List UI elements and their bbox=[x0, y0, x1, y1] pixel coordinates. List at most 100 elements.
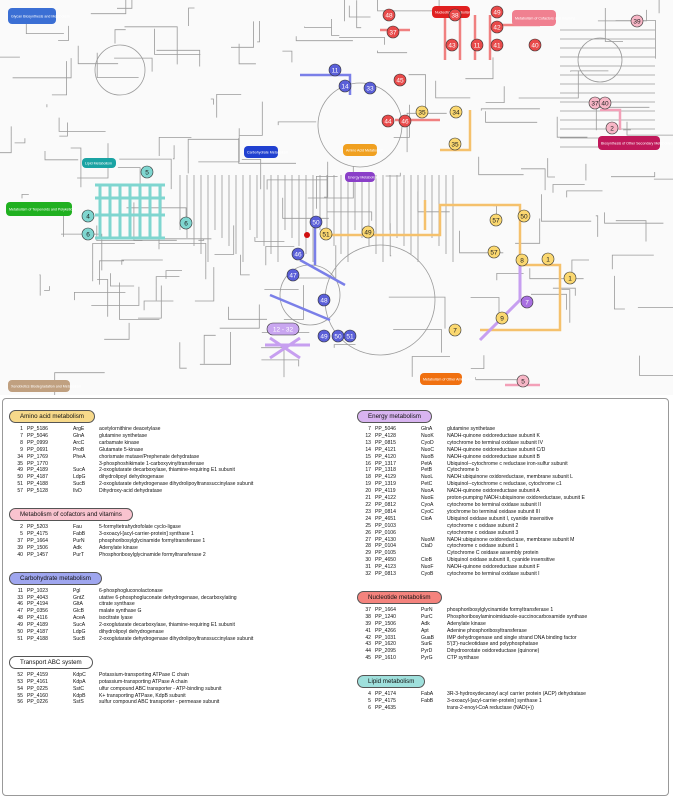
enzyme-marker-label: 9 bbox=[500, 315, 504, 322]
enzyme-marker: 2 bbox=[605, 121, 619, 135]
locus-tag: PP_1506 bbox=[27, 544, 48, 551]
enzyme-description: chorismate mutase/Prephenate dehydratase bbox=[99, 453, 200, 460]
gene-name: SucB bbox=[73, 481, 86, 488]
locus-tag: PP_4650 bbox=[375, 557, 396, 564]
enzyme-description: cytochrome c oxidase subunit 1 bbox=[447, 543, 519, 550]
enzyme-description: Adenylate kinase bbox=[447, 620, 486, 627]
enzyme-marker-label: 1 bbox=[568, 275, 572, 282]
locus-tag: PP_1031 bbox=[375, 634, 396, 641]
enzyme-marker: 9 bbox=[495, 311, 509, 325]
enzyme-marker-label: 39 bbox=[633, 18, 641, 25]
category-label-energy: Energy Metabolism bbox=[345, 172, 379, 182]
gene-name: ArcC bbox=[73, 439, 85, 446]
gene-name: LdpG bbox=[73, 629, 86, 636]
enzyme-description: glutamine synthetase bbox=[99, 432, 148, 439]
gene-name: PyrG bbox=[421, 655, 433, 662]
enzyme-number: 42 bbox=[365, 634, 371, 641]
gene-name: Adk bbox=[73, 544, 82, 551]
enzyme-marker-label: 38 bbox=[451, 12, 459, 19]
gene-name: Pgl bbox=[73, 587, 81, 594]
enzyme-description: dihydrolipoyl dehydrogenase bbox=[99, 629, 164, 636]
locus-tag: PP_4128 bbox=[375, 432, 396, 439]
category-label-text: Lipid Metabolism bbox=[85, 162, 112, 166]
locus-tag: PP_4120 bbox=[375, 453, 396, 460]
gene-name: NuoB bbox=[421, 453, 434, 460]
enzyme-number: 57 bbox=[17, 488, 23, 495]
enzyme-marker: 57 bbox=[487, 245, 501, 259]
enzyme-description: potassium-transporting ATPase A chain bbox=[99, 678, 188, 685]
enzyme-marker-label: 50 bbox=[334, 333, 342, 340]
enzyme-marker: 33 bbox=[363, 81, 377, 95]
locus-tag: PP_4187 bbox=[27, 474, 48, 481]
enzyme-description: Dihydroxy-acid dehydratase bbox=[99, 488, 163, 495]
enzyme-marker-label: 11 bbox=[474, 42, 481, 49]
category-label-text: Metabolism of Cofactors and Vitamins bbox=[515, 17, 576, 21]
enzyme-description: NADH-quinone oxidoreductase subunit K bbox=[447, 432, 540, 439]
enzyme-number: 44 bbox=[365, 648, 371, 655]
enzyme-number: 55 bbox=[17, 692, 23, 699]
enzyme-marker: 38 bbox=[448, 8, 462, 22]
enzyme-marker-label: 48 bbox=[385, 12, 393, 19]
gene-name: CioA bbox=[421, 515, 433, 522]
enzyme-description: NADH-quinone oxidoreductase subunit C/D bbox=[447, 446, 546, 453]
legend-section-title: Metabolism of cofactors and vitamins bbox=[9, 508, 133, 522]
highlight-amino-trace bbox=[320, 110, 562, 332]
enzyme-marker: 47 bbox=[286, 268, 300, 282]
locus-tag: PP_0691 bbox=[27, 446, 48, 453]
enzyme-marker: 5 bbox=[516, 374, 530, 388]
enzyme-number: 40 bbox=[17, 551, 23, 558]
enzyme-marker: 12 - 32 bbox=[266, 322, 300, 336]
legend-section-title: Carbohydrate metabolism bbox=[9, 571, 102, 585]
enzyme-marker: 48 bbox=[317, 293, 331, 307]
enzyme-description: NADH-quinone oxidoreductase subunit F bbox=[447, 564, 540, 571]
enzyme-number: 46 bbox=[17, 601, 23, 608]
enzyme-marker-label: 6 bbox=[86, 231, 90, 238]
highlight-lipid-trace bbox=[95, 183, 165, 240]
enzyme-number: 27 bbox=[365, 536, 371, 543]
enzyme-number: 34 bbox=[17, 453, 23, 460]
enzyme-number: 48 bbox=[17, 615, 23, 622]
enzyme-marker: 11 bbox=[470, 38, 484, 52]
locus-tag: PP_0104 bbox=[375, 543, 396, 550]
enzyme-description: NADH-quinone oxidoreductase subunit A bbox=[447, 488, 540, 495]
enzyme-marker: 50 bbox=[331, 329, 345, 343]
enzyme-description: NADH-quinone oxidoreductase subunit B bbox=[447, 453, 540, 460]
enzyme-number: 1 bbox=[20, 426, 23, 432]
enzyme-description: CTP synthase bbox=[447, 655, 479, 662]
enzyme-number: 37 bbox=[365, 606, 371, 613]
enzyme-marker: 7 bbox=[448, 323, 462, 337]
gene-name: Adk bbox=[421, 620, 430, 627]
gene-name: Fau bbox=[73, 524, 82, 531]
legend-section-title: Amino acid metabolism bbox=[9, 410, 95, 423]
gene-name: GuaB bbox=[421, 634, 435, 641]
enzyme-marker-label: 50 bbox=[520, 213, 528, 220]
category-label-secondary: Biosynthesis of Other Secondary Metaboli… bbox=[598, 136, 673, 150]
category-label-other_amino: Metabolism of Other Amino Acids bbox=[420, 373, 476, 385]
enzyme-marker-label: 46 bbox=[401, 118, 409, 125]
enzyme-marker-label: 57 bbox=[490, 249, 498, 256]
enzyme-marker-label: 48 bbox=[320, 297, 328, 304]
locus-tag: PP_4651 bbox=[375, 515, 396, 522]
enzyme-description: cytochrome c oxidase subunit 3 bbox=[447, 529, 519, 536]
locus-tag: PP_1240 bbox=[375, 613, 396, 620]
